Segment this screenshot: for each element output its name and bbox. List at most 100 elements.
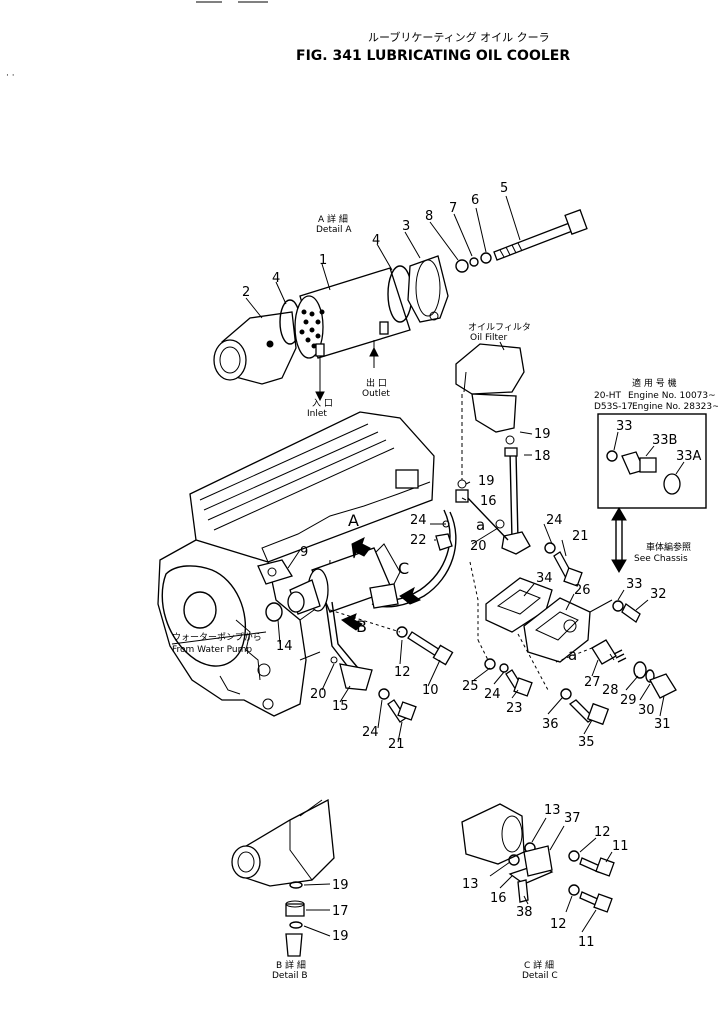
adapter-33-leader bbox=[589, 599, 613, 613]
part-18: 18 bbox=[534, 449, 551, 464]
detail-c-bracket-37 bbox=[523, 845, 553, 877]
part-20-left: 20 bbox=[310, 687, 327, 702]
plug-31 bbox=[649, 673, 677, 699]
detail-c-part-13-lower: 13 bbox=[462, 877, 479, 892]
part-20-upper: 20 bbox=[470, 539, 487, 554]
oil-tube-loop-inner bbox=[371, 511, 457, 608]
model-1: 20-HT bbox=[594, 391, 621, 401]
o-ring-19-b-upper bbox=[289, 881, 303, 889]
engine-1: Engine No. 10073~ bbox=[628, 391, 716, 401]
detail-c-part-11-lower: 11 bbox=[578, 935, 595, 950]
part-24-lower: 24 bbox=[362, 725, 379, 740]
filter-leaders bbox=[519, 431, 533, 456]
detail-c-bolt-11-lower-head bbox=[593, 893, 613, 913]
bolt-thread bbox=[499, 242, 523, 258]
part-12: 12 bbox=[394, 665, 411, 680]
water-tube-flange bbox=[339, 663, 373, 691]
oil-filter-group: オイルフィルタ Oil Filter 19 18 bbox=[455, 322, 551, 555]
flange-hole bbox=[267, 567, 277, 577]
double-arrow-heads bbox=[611, 507, 627, 573]
part-15: 15 bbox=[332, 699, 349, 714]
oil-filter-canister bbox=[471, 393, 517, 433]
part-32: 32 bbox=[650, 587, 667, 602]
cooler-tube-holes bbox=[299, 309, 325, 349]
detail-b-part-19-upper: 19 bbox=[332, 878, 349, 893]
block-plug bbox=[257, 663, 271, 677]
washer-24-mid bbox=[499, 663, 509, 673]
washer-33 bbox=[612, 600, 624, 612]
part-30: 30 bbox=[638, 703, 655, 718]
washer-6 bbox=[480, 252, 492, 264]
part-14: 14 bbox=[276, 639, 293, 654]
part-27: 27 bbox=[584, 675, 601, 690]
head-boss bbox=[395, 469, 419, 489]
detail-c-leaders bbox=[489, 817, 613, 933]
part-28: 28 bbox=[602, 683, 619, 698]
washer-25 bbox=[484, 658, 496, 670]
detail-a-english: Detail A bbox=[316, 225, 352, 235]
detail-c-part-16: 16 bbox=[490, 891, 507, 906]
o-ring-19-b-lower bbox=[289, 921, 303, 929]
detail-c-part-12-upper: 12 bbox=[594, 825, 611, 840]
part-24-mid: 24 bbox=[484, 687, 501, 702]
ref-line-a bbox=[469, 561, 479, 640]
fitting-27 bbox=[591, 639, 617, 665]
detail-c-english: Detail C bbox=[522, 971, 558, 981]
union-22 bbox=[435, 533, 453, 551]
part-34: 34 bbox=[536, 571, 553, 586]
main-leaders bbox=[277, 549, 441, 743]
detail-c-part-37: 37 bbox=[564, 811, 581, 826]
adapter-leaders bbox=[473, 523, 665, 735]
detail-b-leaders bbox=[303, 883, 331, 937]
spring-28 bbox=[613, 649, 627, 663]
head-lower-edge bbox=[261, 481, 431, 563]
port-arrows bbox=[315, 346, 379, 402]
detail-c-washer-12-lower bbox=[568, 884, 580, 896]
part-25: 25 bbox=[462, 679, 479, 694]
part-33B: 33B bbox=[652, 433, 677, 448]
block-plug-2 bbox=[262, 698, 274, 710]
outlet-japanese: 出 口 bbox=[366, 377, 387, 389]
part-36: 36 bbox=[542, 717, 559, 732]
part-4-left: 4 bbox=[272, 271, 280, 286]
bolt-5-head bbox=[564, 209, 588, 235]
mounting-flange-9 bbox=[257, 559, 293, 585]
part-33-lower: 33 bbox=[626, 577, 643, 592]
part-3: 3 bbox=[402, 219, 410, 234]
detail-c-part-38: 38 bbox=[516, 905, 533, 920]
filter-tube-18 bbox=[509, 451, 519, 541]
oil-filter-head bbox=[455, 343, 525, 395]
part-6: 6 bbox=[471, 193, 479, 208]
washer-30 bbox=[645, 669, 655, 683]
bolt-21-upper-head bbox=[563, 567, 583, 587]
arrow-c bbox=[399, 586, 422, 605]
detail-b-part-19-lower: 19 bbox=[332, 929, 349, 944]
part-9: 9 bbox=[300, 545, 308, 560]
fitting-18 bbox=[504, 447, 518, 457]
washer-12-main bbox=[396, 626, 408, 638]
inlet-elbow-bore bbox=[219, 346, 241, 374]
detail-c-face bbox=[501, 815, 523, 853]
part-5: 5 bbox=[500, 181, 508, 196]
fitting-16 bbox=[455, 489, 469, 503]
oil-filter-english: Oil Filter bbox=[470, 333, 508, 343]
detail-c-tube-38 bbox=[517, 879, 529, 903]
cover-lug bbox=[429, 311, 439, 321]
detail-c-bolt-11-upper-head bbox=[595, 857, 615, 877]
washer-29 bbox=[633, 661, 647, 679]
detail-a-assembly: A 詳 細 Detail A bbox=[213, 181, 588, 419]
detail-c-part-11-upper: 11 bbox=[612, 839, 629, 854]
part-16: 16 bbox=[480, 494, 497, 509]
engine-block: ウォーターポンプから From Water Pump A C B a 9 10 … bbox=[157, 411, 509, 752]
part-33-boxed: 33 bbox=[616, 419, 633, 434]
water-pump-leader bbox=[171, 631, 267, 645]
detail-c-washer-12-upper bbox=[568, 850, 580, 862]
box-leaders bbox=[613, 431, 685, 475]
water-pump-english: From Water Pump bbox=[172, 645, 252, 655]
part-22: 22 bbox=[410, 533, 427, 548]
applicability-box-group: 適 用 号 機 20-HT Engine No. 10073~ D53S-17 … bbox=[594, 377, 718, 573]
adapter-26-port bbox=[563, 619, 577, 633]
long-bolt-5 bbox=[493, 221, 576, 261]
oil-tube-link bbox=[465, 495, 509, 541]
bolt-10-axis bbox=[329, 609, 401, 633]
